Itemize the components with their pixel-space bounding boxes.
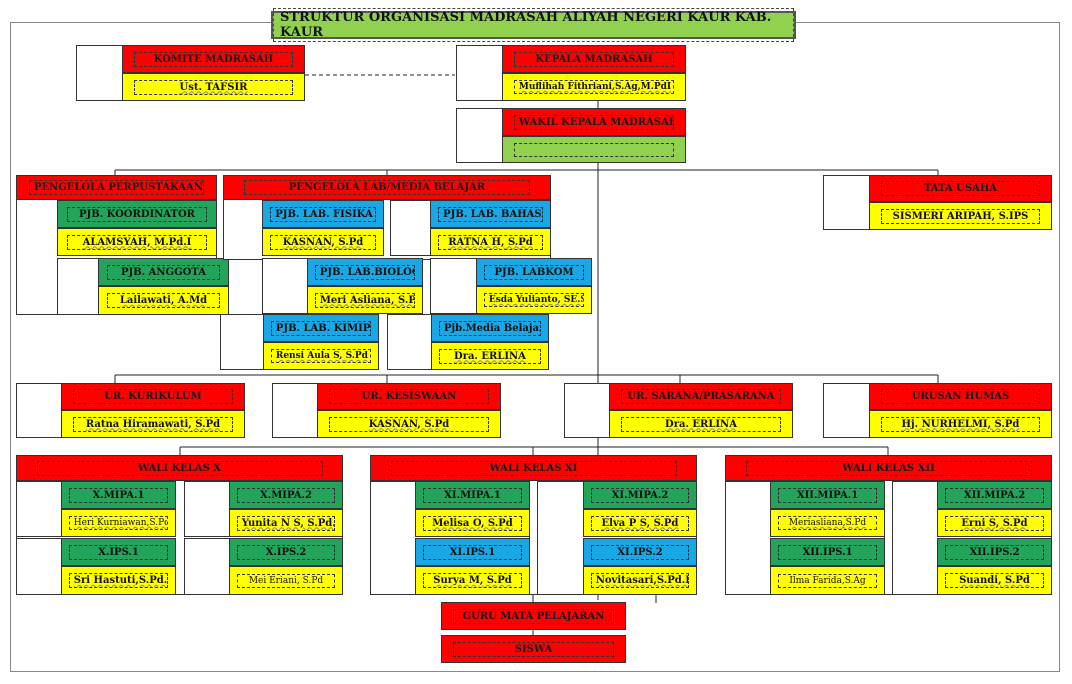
wakil-name xyxy=(502,136,686,163)
urusan-kesiswaan-name: KASNAN, S.Pd xyxy=(317,410,501,438)
wali-xii-c3-name: Ilma Farida,S.Ag xyxy=(770,566,885,595)
wali-x-c3-role: X.IPS.1 xyxy=(61,538,176,566)
wali-xi-c4-name: Novitasari,S.Pd.I xyxy=(583,566,697,595)
wali-xi-c2-name: Elva P S, S.Pd xyxy=(583,509,697,537)
wali-xi-c1-name: Melisa O, S.Pd xyxy=(415,509,530,537)
lab-labkom-name: Esda Yulianto, SE.Sy xyxy=(476,286,592,314)
urusan-sarana-name: Dra. ERLINA xyxy=(609,410,793,438)
wali-x-c3-name: Sri Hastuti,S.Pd.I xyxy=(61,566,176,595)
wali-xi-title: WALI KELAS XI xyxy=(370,455,697,481)
wali-xii-c4-name: Suandi, S.Pd xyxy=(937,566,1052,595)
perpus-anggota-name: Lailawati, A.Md xyxy=(98,286,229,315)
wali-x-c1-role: X.MIPA.1 xyxy=(61,481,176,509)
komite-name: Ust. TAFSIR xyxy=(122,73,305,101)
lab-media-role: Pjb.Media Belajar xyxy=(431,314,549,342)
wali-xii-c4-role: XII.IPS.2 xyxy=(937,538,1052,566)
lab-kimia-name: Rensi Aula S, S.Pd xyxy=(263,342,379,370)
kepala-name: Muflihah Fithriani,S.Ag,M.PdI xyxy=(502,73,686,101)
wali-x-title: WALI KELAS X xyxy=(16,455,343,481)
lab-biologi-role: PJB. LAB.BIOLOGI xyxy=(307,258,423,286)
lab-fisika-role: PJB. LAB. FISIKA xyxy=(262,200,384,228)
wali-xi-c3-name: Surya M, S.Pd xyxy=(415,566,530,595)
urusan-humas-name: Hj. NURHELMI, S.Pd xyxy=(869,410,1052,438)
page-title: STRUKTUR ORGANISASI MADRASAH ALIYAH NEGE… xyxy=(271,8,796,42)
wali-xi-c1-role: XI.MIPA.1 xyxy=(415,481,530,509)
wali-xi-c4-role: XI.IPS.2 xyxy=(583,538,697,566)
guru-box: GURU MATA PELAJARAN xyxy=(441,602,626,630)
tu-name: SISMERI ARIPAH, S.IPS xyxy=(869,202,1052,230)
tu-role: TATA USAHA xyxy=(869,175,1052,202)
wali-x-c2-name: Yunita N S, S.Pd. xyxy=(229,509,343,537)
wali-xii-c1-role: XII.MIPA.1 xyxy=(770,481,885,509)
kepala-role: KEPALA MADRASAH xyxy=(502,45,686,73)
perpus-role: PENGELOLA PERPUSTAKAAN xyxy=(16,175,217,200)
wali-x-c1-name: Heri Kurniawan,S.Pd.I xyxy=(61,509,176,537)
komite-role: KOMITE MADRASAH xyxy=(122,45,305,73)
perpus-koordinator-role: PJB. KOORDINATOR xyxy=(57,200,217,228)
lab-bahasa-role: PJB. LAB. BAHASA xyxy=(430,200,551,228)
lab-bahasa-name: RATNA H, S.Pd xyxy=(430,228,551,256)
wali-xii-c1-name: Meriasliana,S.Pd xyxy=(770,509,885,537)
wali-xii-c2-name: Erni S, S.Pd xyxy=(937,509,1052,537)
wali-x-c4-name: Mei Eriani, S.Pd xyxy=(229,566,343,595)
lab-media-name: Dra. ERLINA xyxy=(431,342,549,370)
lab-kimia-role: PJB. LAB. KIMIPA xyxy=(263,314,379,342)
perpus-koordinator-name: ALAMSYAH, M.Pd.I xyxy=(57,228,217,256)
wali-xi-c3-role: XI.IPS.1 xyxy=(415,538,530,566)
urusan-kurikulum-name: Ratna Hiramawati, S.Pd xyxy=(61,410,245,438)
wali-x-c4-role: X.IPS.2 xyxy=(229,538,343,566)
lab-fisika-name: KASNAN, S.Pd xyxy=(262,228,384,256)
wali-xii-title: WALI KELAS XII xyxy=(725,455,1052,481)
wali-xii-c3-role: XII.IPS.1 xyxy=(770,538,885,566)
perpus-anggota-role: PJB. ANGGOTA xyxy=(98,258,229,286)
urusan-sarana-role: UR. SARANA/PRASARANA xyxy=(609,383,793,410)
urusan-kesiswaan-role: UR. KESISWAAN xyxy=(317,383,501,410)
wakil-role: WAKIL KEPALA MADRASAH xyxy=(502,108,686,136)
lab-biologi-name: Meri Asliana, S.Pd xyxy=(307,286,423,314)
wali-x-c2-role: X.MIPA.2 xyxy=(229,481,343,509)
urusan-humas-role: URUSAN HUMAS xyxy=(869,383,1052,410)
urusan-kurikulum-role: UR. KURIKULUM xyxy=(61,383,245,410)
siswa-box: SISWA xyxy=(441,635,626,663)
lab-labkom-role: PJB. LABKOM xyxy=(476,258,592,286)
wali-xii-c2-role: XII.MIPA.2 xyxy=(937,481,1052,509)
wali-xi-c2-role: XI.MIPA.2 xyxy=(583,481,697,509)
lab-role: PENGELOLA LAB/MEDIA BELAJAR xyxy=(223,175,551,200)
